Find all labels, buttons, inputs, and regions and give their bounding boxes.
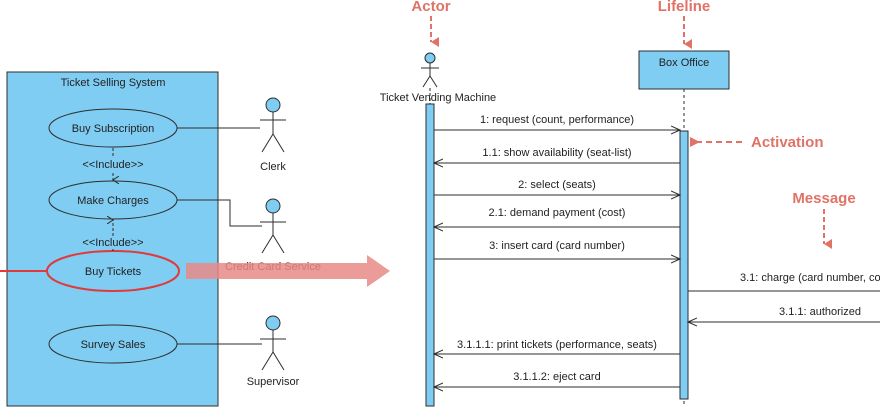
association-line [177,199,262,227]
include-label: <<Include>> [82,237,143,249]
sequence-diagram: Ticket Vending Machine Box Office 1: req… [380,50,880,407]
box-office-activation-bar[interactable] [679,130,689,400]
include-label: <<Include>> [82,159,143,171]
annotations: Actor Lifeline Activation Message [411,0,856,249]
annotation-actor: Actor [411,0,450,15]
message-label: 3.1.1.1: print tickets (performance, sea… [457,339,657,351]
actor-clerk[interactable] [260,97,286,153]
actor-credit-card-service[interactable] [260,198,286,254]
message-label: 1.1: show availability (seat-list) [482,147,631,159]
message-label: 3.1.1.2: eject card [513,371,600,383]
use-case-label: Buy Subscription [72,123,155,135]
actor-supervisor[interactable] [260,315,286,371]
annotation-activation: Activation [751,134,824,151]
lifeline-box-office[interactable] [638,50,730,90]
message-label: 3.1: charge (card number, co [740,272,880,284]
system-title: Ticket Selling System [61,77,166,89]
message-label: 3.1.1: authorized [779,306,861,318]
message-label: 2.1: demand payment (cost) [489,207,626,219]
sequence-actor-label: Ticket Vending Machine [380,92,496,104]
include-label-bg [72,236,154,249]
use-case-label: Buy Tickets [85,266,142,278]
use-case-label: Survey Sales [81,339,146,351]
sequence-actor-icon[interactable] [421,52,439,88]
annotation-message: Message [792,190,855,207]
message-label: 1: request (count, performance) [480,114,634,126]
transition-arrow [186,255,390,287]
actor-label: Supervisor [247,376,300,388]
annotation-lifeline: Lifeline [658,0,711,15]
message-label: 2: select (seats) [518,179,596,191]
use-case-diagram: Ticket Selling System Buy Subscription M… [0,71,321,407]
actor-activation-bar[interactable] [425,103,435,407]
message-label: 3: insert card (card number) [489,240,625,252]
use-case-label: Make Charges [77,195,149,207]
include-label-bg [72,158,154,171]
lifeline-label: Box Office [659,57,710,69]
actor-label: Clerk [260,161,286,173]
